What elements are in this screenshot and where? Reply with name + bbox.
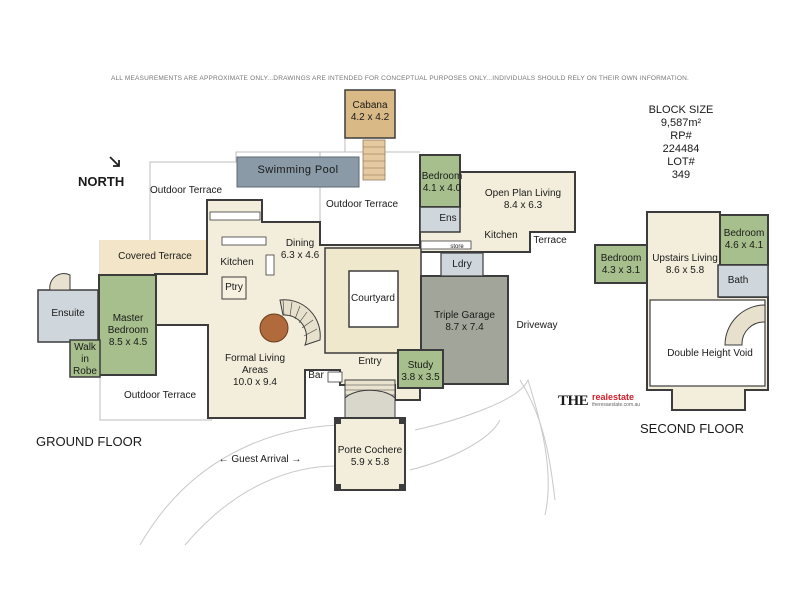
room-kitchen-right: Kitchen (484, 230, 518, 241)
room-double-height-void: Double Height Void (667, 348, 753, 359)
room-bath: Bath (727, 275, 749, 286)
upstairs-stair (724, 304, 766, 346)
room-covered-terrace: Covered Terrace (118, 251, 192, 262)
kitchen-counters (209, 211, 472, 276)
lot-label: LOT# (667, 156, 695, 168)
guest-arrival-label: ← Guest Arrival → (218, 454, 302, 465)
walk-in-robe (69, 339, 101, 378)
brand-url: theresaestate.com.au (592, 402, 641, 408)
bath-room (717, 264, 769, 298)
north-arrow-icon (109, 156, 120, 167)
second-floor-label: SECOND FLOOR (640, 421, 745, 436)
bar-counter (327, 371, 343, 383)
room-terrace-right: Terrace (533, 235, 567, 246)
porte-cochere (334, 417, 406, 491)
room-outdoor-terrace-3: Outdoor Terrace (123, 390, 197, 401)
spiral-staircase (279, 299, 321, 346)
north-label: NORTH (78, 174, 125, 189)
room-ens: Ens (439, 213, 457, 224)
property-info: BLOCK SIZE 9,587m² RP# 224484 LOT# 349 (636, 104, 726, 182)
driveway-lines (139, 378, 556, 546)
swimming-pool (236, 156, 360, 188)
lot-value: 349 (671, 169, 691, 181)
room-laundry: Ldry (452, 259, 472, 270)
rp-label: RP# (670, 130, 692, 142)
block-size-label: BLOCK SIZE (648, 104, 714, 116)
block-size-value: 9,587m² (660, 117, 702, 129)
room-store: store (450, 244, 464, 250)
room-outdoor-terrace-1: Outdoor Terrace (150, 185, 223, 196)
courtyard-opening (348, 270, 399, 328)
room-outdoor-terrace-2: Outdoor Terrace (325, 199, 399, 210)
rp-value: 224484 (662, 143, 700, 155)
room-pool: Swimming Pool (257, 164, 339, 176)
ground-floor-label: GROUND FLOOR (36, 434, 143, 449)
ensuite-shower (49, 273, 71, 291)
room-kitchen-main: Kitchen (220, 257, 254, 268)
disclaimer-text: ALL MEASUREMENTS ARE APPROXIMATE ONLY...… (110, 75, 690, 82)
round-table (259, 313, 289, 343)
room-bar: Bar (308, 370, 324, 381)
room-pantry: Ptry (225, 282, 243, 293)
brand-logo: THE realestate theresaestate.com.au (558, 392, 658, 413)
cabana-room (344, 89, 396, 139)
room-entry: Entry (358, 356, 382, 367)
cabana-steps (362, 139, 386, 181)
brand-name: realestate (592, 392, 635, 402)
room-courtyard: Courtyard (351, 293, 395, 304)
driveway-label: Driveway (516, 320, 558, 331)
pantry (221, 276, 247, 300)
second-floor-green (594, 214, 769, 284)
room-walk-in-robe: Walk in Robe (73, 342, 97, 377)
porte-columns (335, 418, 405, 490)
brand-the: THE (558, 393, 589, 409)
room-ensuite: Ensuite (51, 308, 85, 319)
laundry-room (440, 252, 484, 277)
porte-arch (344, 389, 396, 421)
